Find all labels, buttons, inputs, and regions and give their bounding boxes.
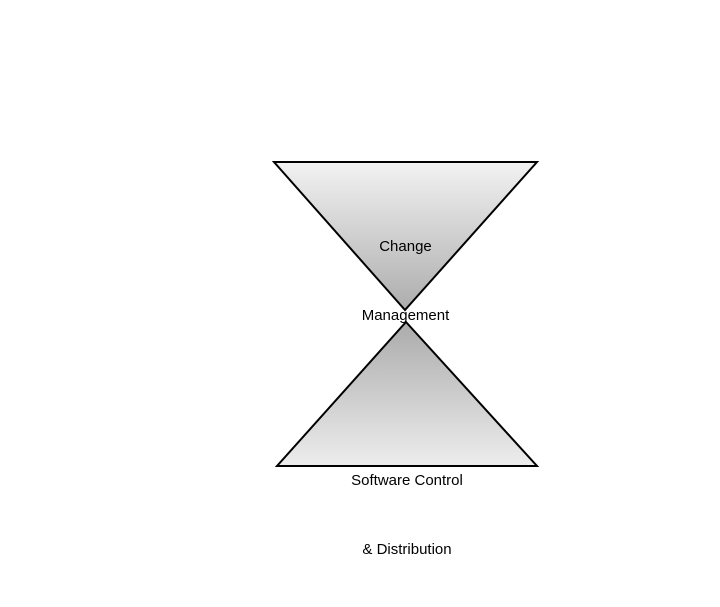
label-software-control-line-2: & Distribution (362, 541, 452, 558)
diagram-svg (271, 161, 540, 467)
diagram-canvas: Change Management Software Control & Dis… (271, 161, 540, 558)
inverted-triangle-change-management[interactable] (271, 161, 540, 312)
triangle-software-control-distribution[interactable] (274, 320, 540, 467)
